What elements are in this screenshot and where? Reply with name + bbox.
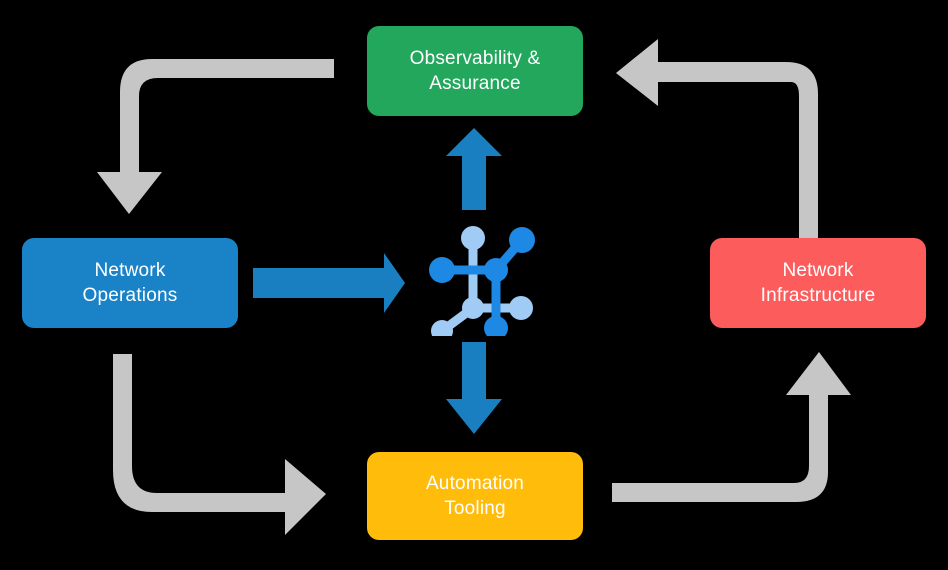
topology-nodes-light [431, 226, 533, 336]
node-observability-and-assurance[interactable]: Observability & Assurance [367, 26, 583, 116]
network-topology-icon [429, 226, 535, 336]
gray-arrow-infrastructure-to-observability [616, 39, 818, 238]
node-label-network-operations: Network Operations [82, 259, 178, 306]
blue-arrow-operations-to-center [253, 253, 405, 313]
node-label-automation-tooling: Automation Tooling [425, 472, 525, 519]
gray-arrow-automation-to-infrastructure [612, 352, 851, 502]
blue-arrow-center-to-automation [446, 342, 502, 434]
blue-arrow-center-to-observability [446, 128, 502, 210]
topology-links-dark [437, 235, 527, 333]
node-network-operations[interactable]: Network Operations [22, 238, 238, 328]
node-label-network-infrastructure: Network Infrastructure [760, 259, 876, 306]
node-automation-tooling[interactable]: Automation Tooling [367, 452, 583, 540]
gray-arrow-observability-to-operations [97, 59, 334, 214]
node-network-infrastructure[interactable]: Network Infrastructure [710, 238, 926, 328]
gray-arrow-operations-to-automation [113, 354, 326, 535]
node-label-observability: Observability & Assurance [409, 47, 541, 94]
topology-nodes-dark [429, 227, 535, 336]
